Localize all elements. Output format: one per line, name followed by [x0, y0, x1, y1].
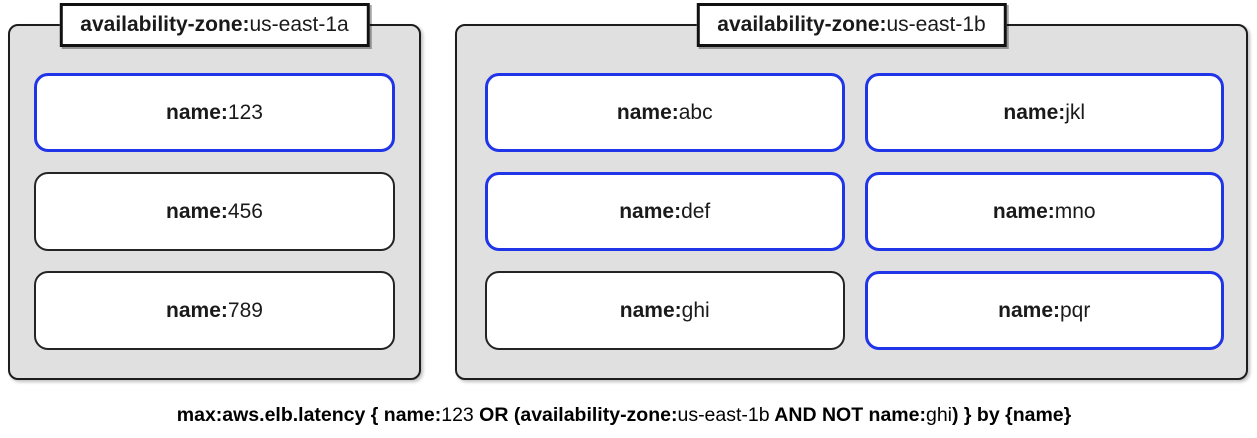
query-segment: AND NOT name:: [769, 404, 926, 426]
host-tag-value: def: [681, 199, 711, 223]
host-box-abc: name:abc: [485, 73, 845, 152]
zone-us-east-1a: availability-zone:us-east-1a name:123 na…: [8, 3, 421, 380]
host-box-123: name:123: [34, 73, 395, 152]
host-box-mno: name:mno: [864, 172, 1224, 251]
host-tag-key: name:: [998, 298, 1060, 322]
query-segment: OR (availability-zone:: [473, 404, 678, 426]
host-tag-value: mno: [1054, 199, 1096, 223]
query-segment: us-east-1b: [677, 404, 770, 426]
query-segment: ) } by {name}: [952, 404, 1072, 426]
query-segment: max:aws.elb.latency { name:: [176, 404, 442, 426]
host-tag-key: name:: [166, 298, 228, 322]
host-tag-value: ghi: [681, 298, 710, 322]
host-tag-value: pqr: [1060, 298, 1091, 322]
query-segment: 123: [441, 404, 474, 426]
zone-tag-value: us-east-1a: [249, 13, 349, 36]
query-segment: ghi: [925, 404, 953, 426]
host-tag-key: name:: [166, 199, 228, 223]
zone-title-us-east-1b: availability-zone:us-east-1b: [696, 3, 1007, 48]
zone-us-east-1b: availability-zone:us-east-1b name:abc na…: [455, 3, 1248, 380]
host-tag-key: name:: [1003, 100, 1066, 124]
host-tag-key: name:: [619, 199, 682, 223]
host-box-789: name:789: [34, 271, 395, 350]
host-tag-value: jkl: [1065, 100, 1086, 124]
zone-b-host-grid: name:abc name:jkl name:def name:mno name…: [457, 26, 1246, 350]
host-box-def: name:def: [485, 172, 845, 251]
host-tag-value: 789: [227, 298, 263, 322]
availability-zones-diagram: availability-zone:us-east-1a name:123 na…: [8, 3, 1248, 380]
zone-tag-value: us-east-1b: [886, 13, 986, 36]
zone-title-us-east-1a: availability-zone:us-east-1a: [59, 3, 370, 48]
host-tag-key: name:: [166, 100, 228, 124]
host-box-ghi: name:ghi: [485, 271, 845, 350]
host-tag-value: 456: [227, 199, 263, 223]
metric-query-text: max:aws.elb.latency { name:123 OR (avail…: [0, 404, 1248, 427]
host-box-pqr: name:pqr: [864, 271, 1224, 350]
host-box-jkl: name:jkl: [864, 73, 1224, 152]
host-tag-key: name:: [992, 199, 1055, 223]
zone-tag-key: availability-zone:: [717, 13, 887, 36]
zone-tag-key: availability-zone:: [80, 13, 250, 36]
host-box-456: name:456: [34, 172, 395, 251]
host-tag-key: name:: [619, 298, 682, 322]
host-tag-key: name:: [616, 100, 679, 124]
zone-a-host-list: name:123 name:456 name:789: [10, 26, 419, 350]
host-tag-value: 123: [227, 100, 263, 124]
host-tag-value: abc: [678, 100, 713, 124]
